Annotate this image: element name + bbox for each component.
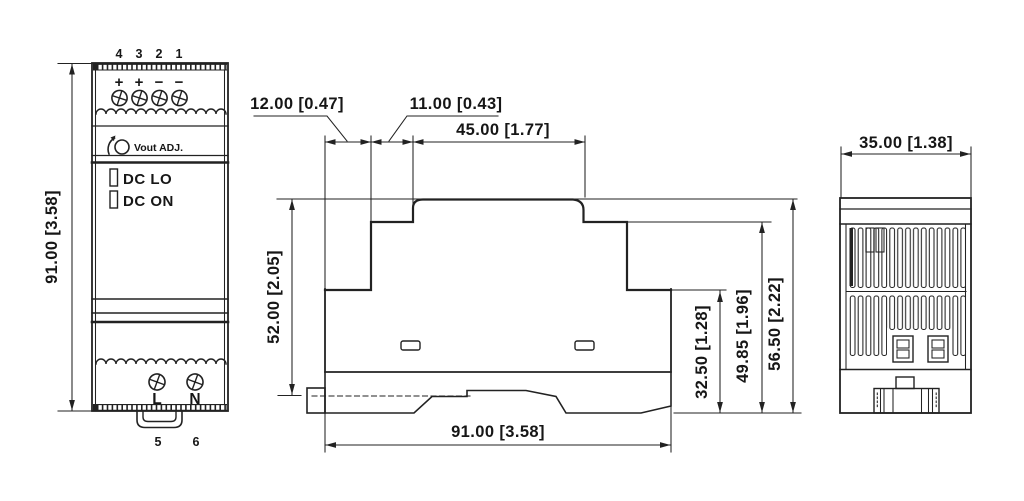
- rear-vent-slots: [846, 227, 967, 357]
- polarity-minus-2: −: [175, 74, 184, 91]
- side-slot-2: [574, 340, 595, 351]
- dim-52-00: 52.00 [2.05]: [265, 250, 283, 344]
- dim-35-00: 35.00 [1.38]: [859, 134, 953, 152]
- dim-32-50: 32.50 [1.28]: [693, 305, 711, 399]
- front-height-dim-label: 91.00 [3.58]: [43, 190, 61, 284]
- terminal-scallop-bottom: [95, 358, 227, 365]
- polarity-marks: + + − −: [115, 74, 184, 91]
- polarity-plus-1: +: [115, 74, 124, 91]
- terminal-number-1: 1: [176, 47, 183, 61]
- side-slot-1: [400, 340, 421, 351]
- rear-terminal-windows: [892, 335, 949, 363]
- indicator-dc-on: DC ON: [109, 190, 174, 210]
- din-clip-handle: [136, 410, 183, 429]
- dim-12-leader: [253, 115, 348, 142]
- terminal-numbers: 4 3 2 1: [116, 47, 183, 61]
- bottom-vent-serration: [93, 404, 227, 411]
- polarity-plus-2: +: [135, 74, 144, 91]
- dc-lo-led: [109, 168, 119, 187]
- terminal-number-3: 3: [136, 47, 143, 61]
- terminal-scallop-top: [95, 108, 227, 115]
- rear-width-dimension: 35.00 [1.38]: [840, 134, 972, 198]
- dim-11-leader: [388, 115, 499, 142]
- terminal-number-2: 2: [156, 47, 163, 61]
- vout-adjust: Vout ADJ.: [107, 135, 183, 156]
- vout-adjust-knob: [114, 139, 130, 155]
- ac-terminal-screws: L N: [148, 373, 204, 408]
- dim-12-00: 12.00 [0.47]: [250, 95, 344, 113]
- terminal-number-4: 4: [116, 47, 123, 61]
- rear-din-clip: [873, 376, 940, 414]
- rear-detail-box-1: [865, 227, 875, 253]
- terminal-number-5: 5: [155, 435, 162, 449]
- indicator-dc-lo: DC LO: [109, 168, 172, 188]
- dim-49-85: 49.85 [1.96]: [734, 289, 752, 383]
- din-release-tab: [306, 387, 326, 414]
- side-right-dimensions: 32.50 [1.28] 49.85 [1.96] 56.50 [2.22]: [693, 198, 796, 414]
- dim-91-00-width: 91.00 [3.58]: [451, 423, 545, 441]
- terminal-number-6: 6: [193, 435, 200, 449]
- side-left-dimension: 52.00 [2.05]: [265, 198, 295, 396]
- side-top-dimensions: 12.00 [0.47] 11.00 [0.43] 45.00 [1.77]: [250, 95, 586, 145]
- dc-on-label: DC ON: [123, 193, 174, 210]
- dim-45-00: 45.00 [1.77]: [456, 121, 550, 139]
- rear-view: 35.00 [1.38]: [839, 134, 972, 414]
- rear-detail-box-2: [875, 227, 885, 253]
- rear-dark-slot: [849, 228, 853, 286]
- dim-56-50: 56.50 [2.22]: [766, 277, 784, 371]
- front-height-dimension: 91.00 [3.58]: [43, 62, 93, 412]
- top-vent-serration: [93, 63, 227, 71]
- side-bottom-dimension: 91.00 [3.58]: [324, 423, 672, 448]
- side-extension-lines: [276, 135, 802, 453]
- front-view: 4 3 2 1 + + − −: [43, 47, 230, 449]
- polarity-minus-1: −: [155, 74, 164, 91]
- side-profile-edges: [324, 288, 672, 373]
- dim-11-00: 11.00 [0.43]: [410, 95, 503, 113]
- dc-terminal-screws: [111, 89, 188, 107]
- vout-adjust-label: Vout ADJ.: [134, 142, 183, 154]
- terminal-n-label: N: [189, 391, 200, 408]
- side-view: 12.00 [0.47] 11.00 [0.43] 45.00 [1.77] 5…: [250, 95, 802, 453]
- side-rail-outline: [324, 371, 672, 414]
- terminal-l-label: L: [152, 391, 161, 408]
- side-profile-top: [323, 198, 673, 292]
- dc-lo-label: DC LO: [123, 171, 172, 188]
- dc-on-led: [109, 190, 119, 209]
